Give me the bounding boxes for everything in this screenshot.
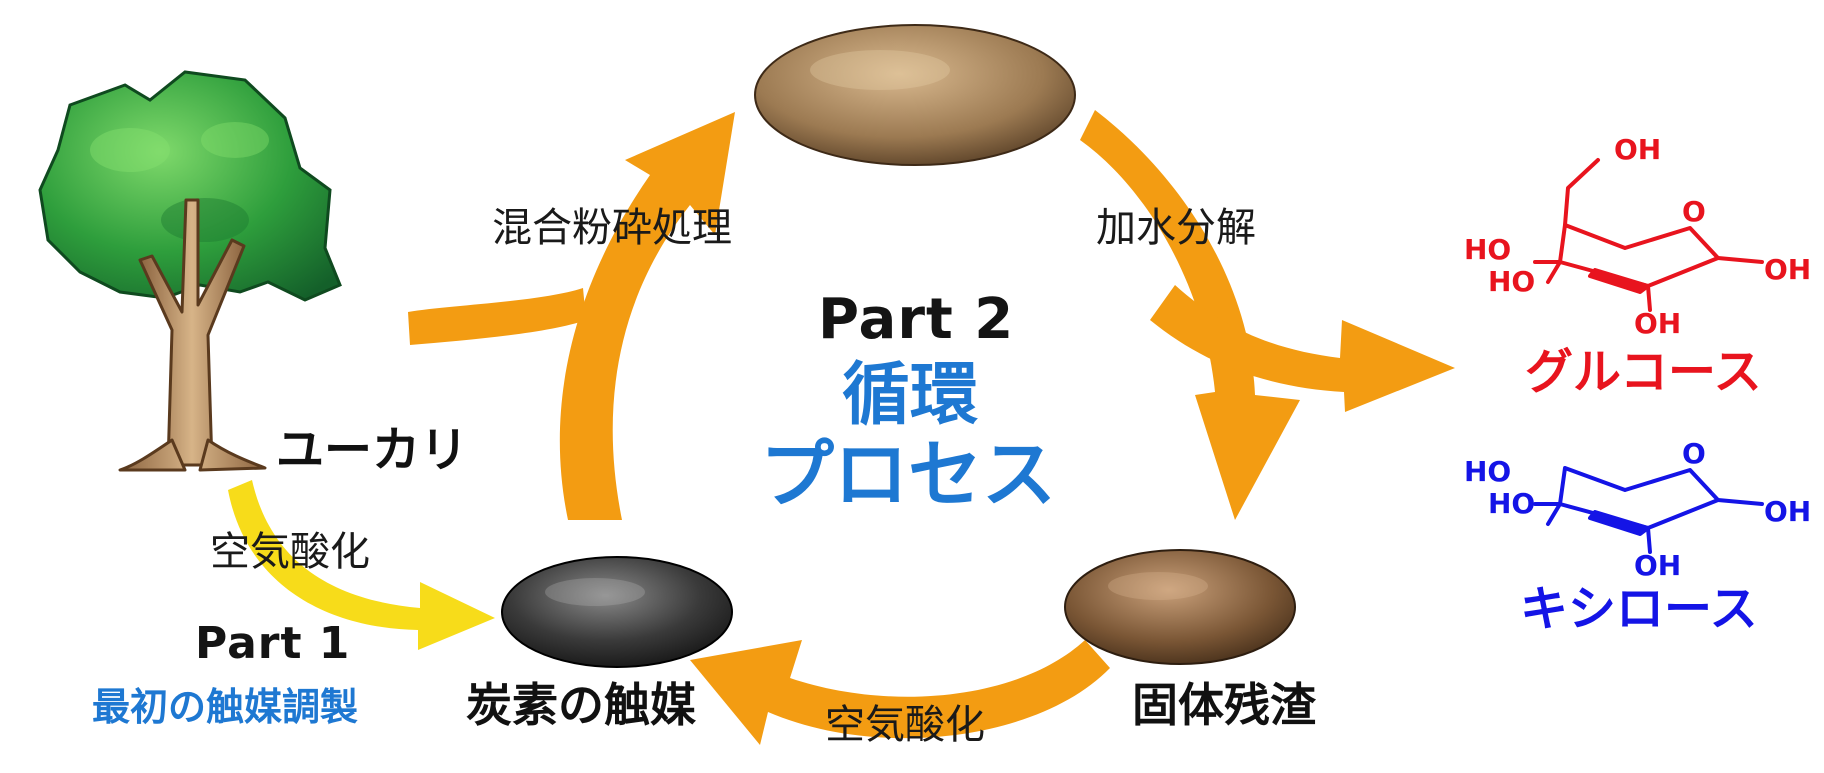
glucose-name: グルコース — [1525, 344, 1762, 400]
initial-oxidation-label: 空気酸化 — [210, 529, 370, 575]
mix-milling-label: 混合粉砕処理 — [492, 205, 732, 251]
carbon-catalyst-pile-icon — [501, 556, 733, 668]
glucose-ho-upper: HO — [1464, 233, 1512, 266]
cycle-oxidation-label: 空気酸化 — [825, 702, 985, 748]
biomass-pile-icon — [754, 24, 1076, 166]
xylose-ho-upper: HO — [1464, 455, 1512, 488]
part2-line2: プロセス — [760, 432, 1056, 518]
xylose-structure — [1533, 466, 1764, 554]
solid-residue-pile-icon — [1064, 549, 1296, 665]
part2-line1: 循環 — [842, 356, 979, 435]
hydrolysis-arrow — [1080, 110, 1300, 520]
xylose-ho-lower: HO — [1488, 487, 1536, 520]
eucalyptus-tree-icon — [38, 70, 342, 472]
xylose-ring-o: O — [1682, 437, 1706, 470]
xylose-name: キシロース — [1520, 581, 1758, 637]
solid-residue-label: 固体残渣 — [1132, 678, 1316, 732]
carbon-catalyst-label: 炭素の触媒 — [466, 678, 696, 732]
oxidation-cycle-arrow — [690, 640, 1110, 745]
eucalyptus-label: ユーカリ — [276, 422, 469, 478]
xylose-oh-right: OH — [1764, 495, 1812, 528]
part1-title: Part 1 — [195, 618, 351, 669]
glucose-oh-bottom: OH — [1634, 307, 1682, 340]
glucose-oh-top: OH — [1614, 133, 1662, 166]
xylose-oh-bottom: OH — [1634, 549, 1682, 582]
initial-oxidation-arrow — [228, 480, 495, 650]
part2-title: Part 2 — [818, 287, 1015, 352]
hydrolysis-label: 加水分解 — [1096, 205, 1256, 251]
glucose-ring-o: O — [1682, 195, 1706, 228]
part1-subtitle: 最初の触媒調製 — [92, 685, 359, 729]
glucose-oh-right: OH — [1764, 253, 1812, 286]
glucose-ho-lower: HO — [1488, 265, 1536, 298]
hydrolysis-to-sugar-arrow — [1150, 285, 1455, 412]
milling-arrow — [559, 112, 735, 520]
tree-to-cycle-arrow — [408, 288, 586, 345]
glucose-structure — [1533, 158, 1764, 312]
